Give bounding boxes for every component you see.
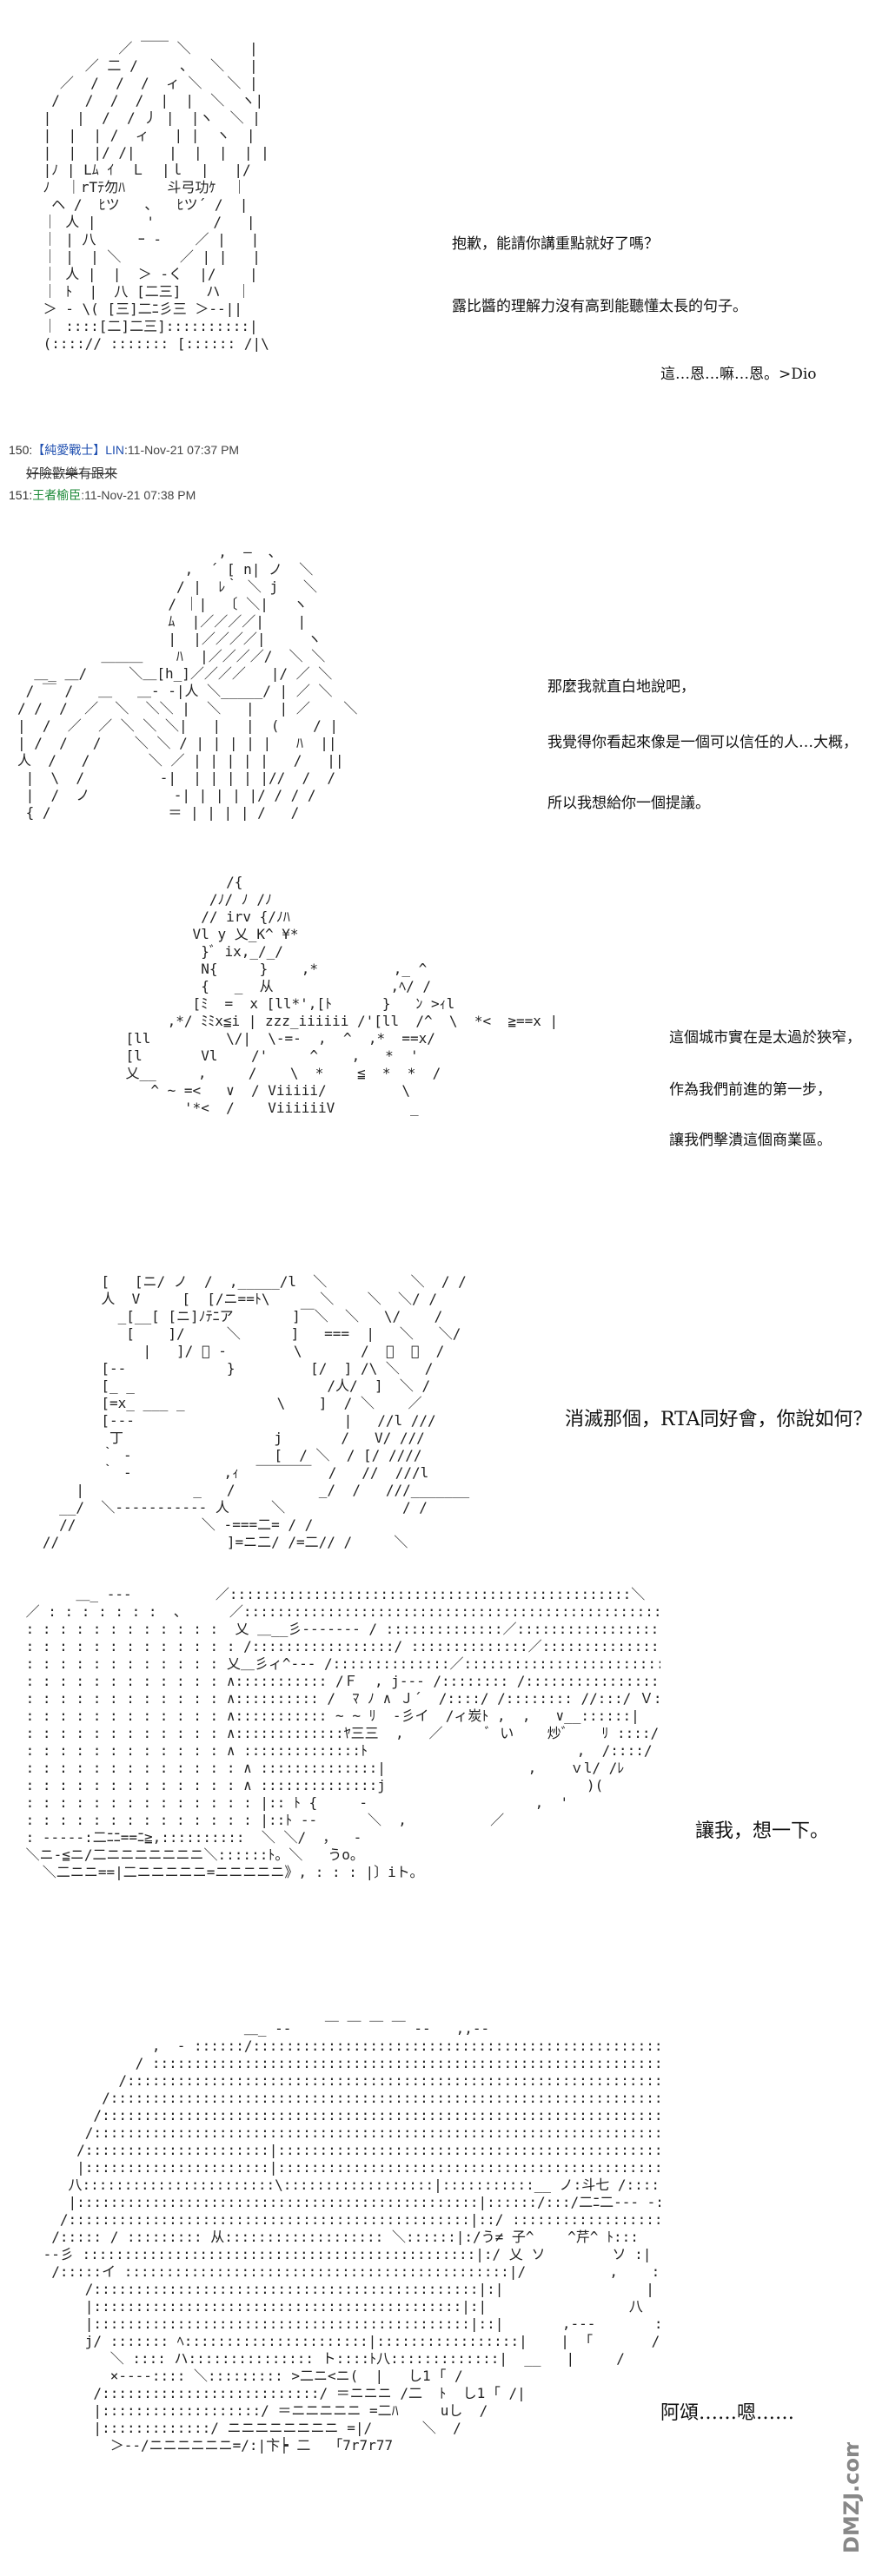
post-author-link[interactable]: 【純愛戰士】LIN [32, 443, 125, 457]
dialogue-line: 這個城市實在是太過於狹窄， [669, 1029, 861, 1047]
post-header: 150:【純愛戰士】LIN:11-Nov-21 07:37 PM [9, 441, 239, 459]
ascii-art-character-4: [ [ニ/ ノ / ,_____/l ＼ ＼ / / 人 V [ [/ニ==ﾄ\… [42, 1273, 470, 1550]
dialogue-line: 我覺得你看起來像是一個可以信任的人…大概， [547, 734, 858, 751]
panel-2: , ― ､ , ´ [ n| ノ ＼ / | ﾚ｀ ＼ j ＼ / ｜| 〔 ＼… [0, 521, 869, 842]
watermark-text: DMZJ.com [839, 2442, 864, 2553]
post-header: 151:王者榆臣:11-Nov-21 07:38 PM [9, 486, 196, 504]
dialogue-line: 露比醬的理解力沒有高到能聽懂太長的句子。 [452, 298, 747, 315]
dialogue-line: 所以我想給你一個提議。 [547, 795, 710, 812]
panel-1: ／ ￣￣ ＼ | ／ 二 / 、 ＼ | ／ / / / ィ ＼ ＼ | / /… [0, 0, 869, 426]
post-author-link[interactable]: 王者榆臣 [32, 488, 82, 502]
dialogue-line: 作為我們前進的第一步， [669, 1081, 832, 1099]
forum-posts: 150:【純愛戰士】LIN:11-Nov-21 07:37 PM 好險歡樂有跟來… [0, 426, 869, 512]
dialogue-line: 讓我們擊潰這個商業區。 [669, 1132, 832, 1149]
dmzj-watermark-logo: DMZJ.com [839, 2442, 864, 2553]
panel-5: ＿_ ‐‐‐ ／::::::::::::::::::::::::::::::::… [0, 1555, 869, 1989]
post-number: 150: [9, 443, 33, 457]
panel-3: /{ /ﾉ/ ﾉ /ﾉ // irv {/ﾉﾊ Vl y 乂_K^ ¥* }ﾞ … [0, 842, 869, 1242]
dialogue-line: 抱歉，能請你講重點就好了嗎？ [452, 235, 659, 253]
post-time: :11-Nov-21 07:37 PM [124, 443, 240, 457]
dialogue-line: 這…恩…嘛…恩。>Dio [660, 366, 817, 383]
ascii-art-character-6: ＿_ ‐‐ ￣ ￣ ￣ ￣ ‐‐ ,,‐‐ , ‐ ::::::/:::::::… [43, 2020, 660, 2454]
dialogue-line: 消滅那個，RTA同好會，你說如何？ [565, 1409, 869, 1430]
dialogue-line: 讓我，想一下。 [695, 1820, 830, 1842]
panel-4: [ [ニ/ ノ / ,_____/l ＼ ＼ / / 人 V [ [/ニ==ﾄ\… [0, 1242, 869, 1555]
post-number: 151: [9, 488, 33, 502]
dialogue-line: 阿頌……嗯…… [660, 2402, 795, 2424]
ascii-art-character-1: ／ ￣￣ ＼ | ／ 二 / 、 ＼ | ／ / / / ィ ＼ ＼ | / /… [43, 40, 269, 352]
post-body: 好險歡樂有跟來 [26, 466, 118, 481]
post-time: :11-Nov-21 07:38 PM [81, 488, 196, 502]
ascii-art-character-2: , ― ､ , ´ [ n| ノ ＼ / | ﾚ｀ ＼ j ＼ / ｜| 〔 ＼… [17, 544, 358, 821]
ascii-art-character-5: ＿_ ‐‐‐ ／::::::::::::::::::::::::::::::::… [25, 1586, 660, 1880]
dialogue-line: 那麼我就直白地說吧， [547, 678, 695, 696]
panel-6: ＿_ ‐‐ ￣ ￣ ￣ ￣ ‐‐ ,,‐‐ , ‐ ::::::/:::::::… [0, 1989, 869, 2571]
ascii-art-character-3: /{ /ﾉ/ ﾉ /ﾉ // irv {/ﾉﾊ Vl y 乂_K^ ¥* }ﾞ … [125, 874, 559, 1116]
